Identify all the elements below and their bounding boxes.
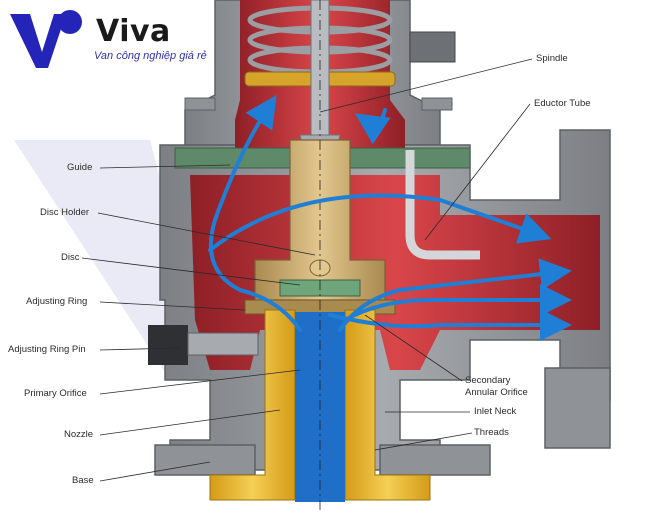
- label-inlet-neck: Inlet Neck: [474, 406, 517, 417]
- label-primary-orifice: Primary Orifice: [24, 388, 87, 399]
- label-adjusting-ring: Adjusting Ring: [26, 296, 88, 307]
- label-threads: Threads: [474, 427, 509, 438]
- label-nozzle: Nozzle: [64, 429, 94, 440]
- adjusting-ring-pin-part: [148, 325, 188, 365]
- base-flange-left: [154, 444, 256, 476]
- label-disc-holder: Disc Holder: [40, 207, 90, 218]
- brand-logo: Viva Van công nghiệp giá rẻ: [4, 6, 224, 76]
- label-secondary-line1: Secondary: [465, 375, 511, 386]
- label-adjusting-ring-pin: Adjusting Ring Pin: [8, 344, 86, 355]
- label-guide: Guide: [67, 162, 93, 173]
- leader-lines: [81, 58, 533, 482]
- label-spindle: Spindle: [536, 53, 568, 64]
- base-flange-right: [379, 444, 491, 476]
- eductor-tube-part: [405, 150, 480, 260]
- viva-v-icon: [10, 10, 82, 68]
- label-secondary-line2: Annular Orifice: [465, 387, 528, 398]
- label-disc: Disc: [61, 252, 80, 263]
- brand-tagline: Van công nghiệp giá rẻ: [94, 50, 207, 62]
- label-eductor-tube: Eductor Tube: [534, 98, 591, 109]
- label-base: Base: [72, 475, 94, 486]
- nozzle-left: [209, 309, 296, 501]
- brand-name: Viva: [96, 14, 171, 49]
- flow-arrows: [208, 95, 572, 341]
